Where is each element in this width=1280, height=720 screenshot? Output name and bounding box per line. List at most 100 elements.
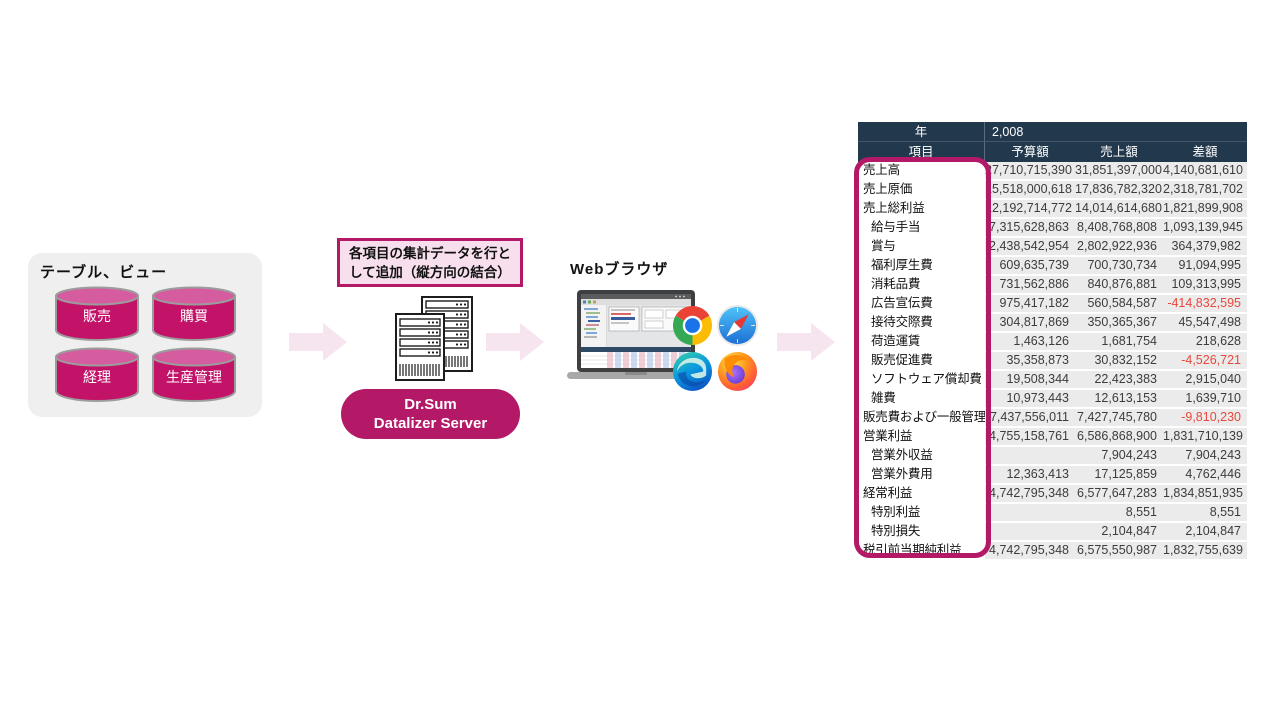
- web-browser-title: Webブラウザ: [570, 261, 669, 278]
- safari-icon: [716, 304, 759, 347]
- item-cell: 給与手当: [858, 219, 985, 238]
- database-cylinder: 販売: [54, 286, 140, 342]
- value-cell: 27,710,715,390: [985, 162, 1075, 181]
- item-cell: 消耗品費: [858, 276, 985, 295]
- value-cell: 6,575,550,987: [1075, 542, 1163, 561]
- value-cell: 12,363,413: [985, 466, 1075, 485]
- union-callout: 各項目の集計データを行と して追加（縦方向の結合）: [337, 238, 523, 287]
- database-cylinder: 購買: [151, 286, 237, 342]
- value-cell: 1,831,710,139: [1163, 428, 1247, 447]
- value-cell: 2,318,781,702: [1163, 181, 1247, 200]
- value-cell: -9,810,230: [1163, 409, 1247, 428]
- value-cell: 1,681,754: [1075, 333, 1163, 352]
- drsum-server-label: Dr.Sum Datalizer Server: [341, 389, 520, 439]
- database-cylinder: 経理: [54, 347, 140, 403]
- year-value: 2,008: [992, 125, 1024, 139]
- item-cell: 営業利益: [858, 428, 985, 447]
- value-cell: 10,973,443: [985, 390, 1075, 409]
- tables-views-panel: テーブル、ビュー 販売 購買経理 生産管理: [28, 253, 262, 417]
- flow-arrow-icon: [777, 323, 835, 361]
- value-cell: 109,313,995: [1163, 276, 1247, 295]
- item-header-label: 項目: [858, 142, 985, 162]
- value-cell: 1,834,851,935: [1163, 485, 1247, 504]
- item-cell: 雑費: [858, 390, 985, 409]
- value-cell: 4,755,158,761: [985, 428, 1075, 447]
- database-cylinder: 生産管理: [151, 347, 237, 403]
- value-cell: 35,358,873: [985, 352, 1075, 371]
- value-cell: 700,730,734: [1075, 257, 1163, 276]
- value-cell: -4,526,721: [1163, 352, 1247, 371]
- value-cell: 2,438,542,954: [985, 238, 1075, 257]
- value-cell: 364,379,982: [1163, 238, 1247, 257]
- value-cell: 4,140,681,610: [1163, 162, 1247, 181]
- value-cell: 1,639,710: [1163, 390, 1247, 409]
- value-cell: [985, 447, 1075, 466]
- value-cell: [985, 523, 1075, 542]
- value-cell: 2,104,847: [1163, 523, 1247, 542]
- value-cell: 45,547,498: [1163, 314, 1247, 333]
- edge-icon: [672, 351, 713, 392]
- svg-text:購買: 購買: [180, 308, 208, 324]
- item-cell: 営業外収益: [858, 447, 985, 466]
- svg-text:生産管理: 生産管理: [166, 369, 222, 385]
- value-cell: 975,417,182: [985, 295, 1075, 314]
- value-cell: 609,635,739: [985, 257, 1075, 276]
- column-header-diff: 差額: [1192, 145, 1218, 159]
- value-cell: 4,742,795,348: [985, 542, 1075, 561]
- tables-views-title: テーブル、ビュー: [40, 264, 168, 281]
- callout-line1: 各項目の集計データを行と: [349, 245, 511, 261]
- item-cell: 売上原価: [858, 181, 985, 200]
- item-cell: 売上高: [858, 162, 985, 181]
- item-cell: 販売促進費: [858, 352, 985, 371]
- column-header-budget: 予算額: [1011, 145, 1049, 159]
- value-cell: 12,613,153: [1075, 390, 1163, 409]
- item-cell: 経常利益: [858, 485, 985, 504]
- value-cell: 8,551: [1163, 504, 1247, 523]
- drsum-line2: Datalizer Server: [373, 415, 488, 432]
- flow-arrow-icon: [289, 323, 347, 361]
- value-cell: 19,508,344: [985, 371, 1075, 390]
- item-cell: 販売費および一般管理費: [858, 409, 985, 428]
- callout-line2: して追加（縦方向の結合）: [349, 264, 511, 280]
- item-cell: 特別利益: [858, 504, 985, 523]
- value-cell: 30,832,152: [1075, 352, 1163, 371]
- value-cell: 4,742,795,348: [985, 485, 1075, 504]
- value-cell: 350,365,367: [1075, 314, 1163, 333]
- item-cell: 広告宣伝費: [858, 295, 985, 314]
- item-cell: 営業外費用: [858, 466, 985, 485]
- item-cell: 接待交際費: [858, 314, 985, 333]
- value-cell: 1,463,126: [985, 333, 1075, 352]
- drsum-line1: Dr.Sum: [404, 396, 457, 413]
- value-cell: 17,836,782,320: [1075, 181, 1163, 200]
- item-cell: 特別損失: [858, 523, 985, 542]
- value-cell: 840,876,881: [1075, 276, 1163, 295]
- item-cell: 賞与: [858, 238, 985, 257]
- value-cell: 4,762,446: [1163, 466, 1247, 485]
- value-cell: 560,584,587: [1075, 295, 1163, 314]
- column-header-sales: 売上額: [1100, 145, 1138, 159]
- value-cell: 7,904,243: [1163, 447, 1247, 466]
- value-cell: 1,832,755,639: [1163, 542, 1247, 561]
- table-header-columns-row: 項目 予算額 売上額 差額: [858, 142, 1247, 162]
- year-header-label: 年: [858, 122, 985, 141]
- value-cell: 6,577,647,283: [1075, 485, 1163, 504]
- value-cell: 1,093,139,945: [1163, 219, 1247, 238]
- value-cell: 12,192,714,772: [985, 200, 1075, 219]
- value-cell: 22,423,383: [1075, 371, 1163, 390]
